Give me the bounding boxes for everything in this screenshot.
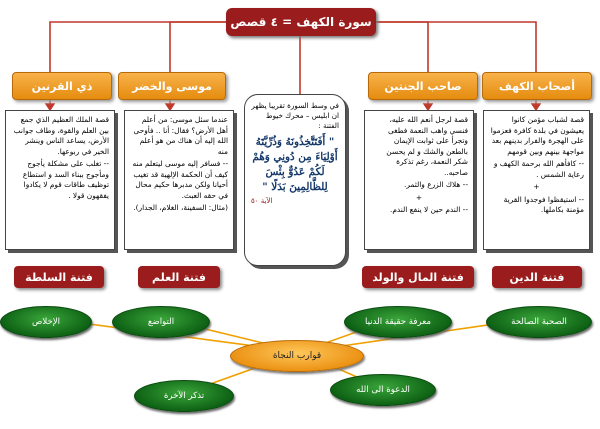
- story-header-dhul-qarnayn: ذي القرنين: [12, 72, 112, 100]
- plus-sign: +: [415, 192, 423, 202]
- boat-dawah: الدعوة الى الله: [330, 374, 436, 406]
- plus-sign: +: [533, 182, 540, 191]
- story-body: قصة لشباب مؤمن كانوا يعيشون في بلدة كافر…: [490, 115, 584, 156]
- story-header-musa-khidr: موسى والخضر: [118, 72, 226, 100]
- fitna-power: فتنة السلطة: [14, 266, 104, 288]
- boat-remember-hereafter: تذكر الآخرة: [134, 380, 234, 412]
- story-lesson: -- استيقظوا فوجدوا القرية مؤمنة بكاملها.: [503, 194, 584, 215]
- story-card-cave: قصة لشباب مؤمن كانوا يعيشون في بلدة كافر…: [483, 110, 590, 250]
- center-intro: في وسط السورة تقريبا يظهر ان ابليس – محر…: [251, 101, 339, 130]
- quran-verse: " أَفَتَتَّخِذُونَهُ وَذُرِّيَّتَهُ أَوْ…: [252, 136, 338, 193]
- story-body: قصة الملك العظيم الذي جمع بين العلم والق…: [13, 115, 109, 156]
- story-header-two-gardens: صاحب الجنتين: [368, 72, 478, 100]
- story-card-musa-khidr: عندما سئل موسى: من أعلم أهل الأرض؟ فقال:…: [124, 110, 234, 250]
- story-lesson: -- فسافر إليه موسى ليتعلم منه كيف أن الح…: [132, 159, 229, 200]
- fitna-knowledge: فتنة العلم: [138, 266, 220, 288]
- story-lesson: -- هلاك الزرع والثمر.: [404, 180, 468, 189]
- hub-boats-of-salvation: قوارب النجاة: [230, 340, 364, 372]
- story-card-dhul-qarnayn: قصة الملك العظيم الذي جمع بين العلم والق…: [5, 110, 115, 250]
- story-body: عندما سئل موسى: من أعلم أهل الأرض؟ فقال:…: [133, 115, 228, 156]
- boat-know-worldly-life: معرفة حقيقة الدنيا: [344, 306, 452, 338]
- story-body: قصة لرجل أنعم الله عليه، فنسي واهب النعم…: [386, 115, 468, 177]
- page-title: سورة الكهف = ٤ قصص: [226, 8, 376, 36]
- boat-sincerity: الإخلاص: [0, 306, 92, 338]
- fitna-religion: فتنة الدين: [492, 266, 582, 288]
- boat-righteous-company: الصحبة الصالحة: [486, 306, 592, 338]
- story-lesson: -- الندم حين لا ينفع الندم.: [389, 205, 468, 214]
- story-lesson: -- تغلب على مشكلة يأجوج ومأجوج ببناء الس…: [22, 159, 109, 200]
- center-verse-card: في وسط السورة تقريبا يظهر ان ابليس – محر…: [244, 94, 346, 266]
- story-lesson: (مثال: السفينة، الغلام، الجدار).: [133, 203, 228, 212]
- story-card-two-gardens: قصة لرجل أنعم الله عليه، فنسي واهب النعم…: [364, 110, 474, 250]
- boat-humility: التواضع: [112, 306, 210, 338]
- story-lesson: -- كافأهم الله برحمة الكهف و رعاية الشمس…: [493, 159, 584, 179]
- verse-reference: الآية ٥٠: [251, 197, 273, 205]
- fitna-wealth-children: فتنة المال والولد: [362, 266, 474, 288]
- story-header-cave: أصحاب الكهف: [482, 72, 592, 100]
